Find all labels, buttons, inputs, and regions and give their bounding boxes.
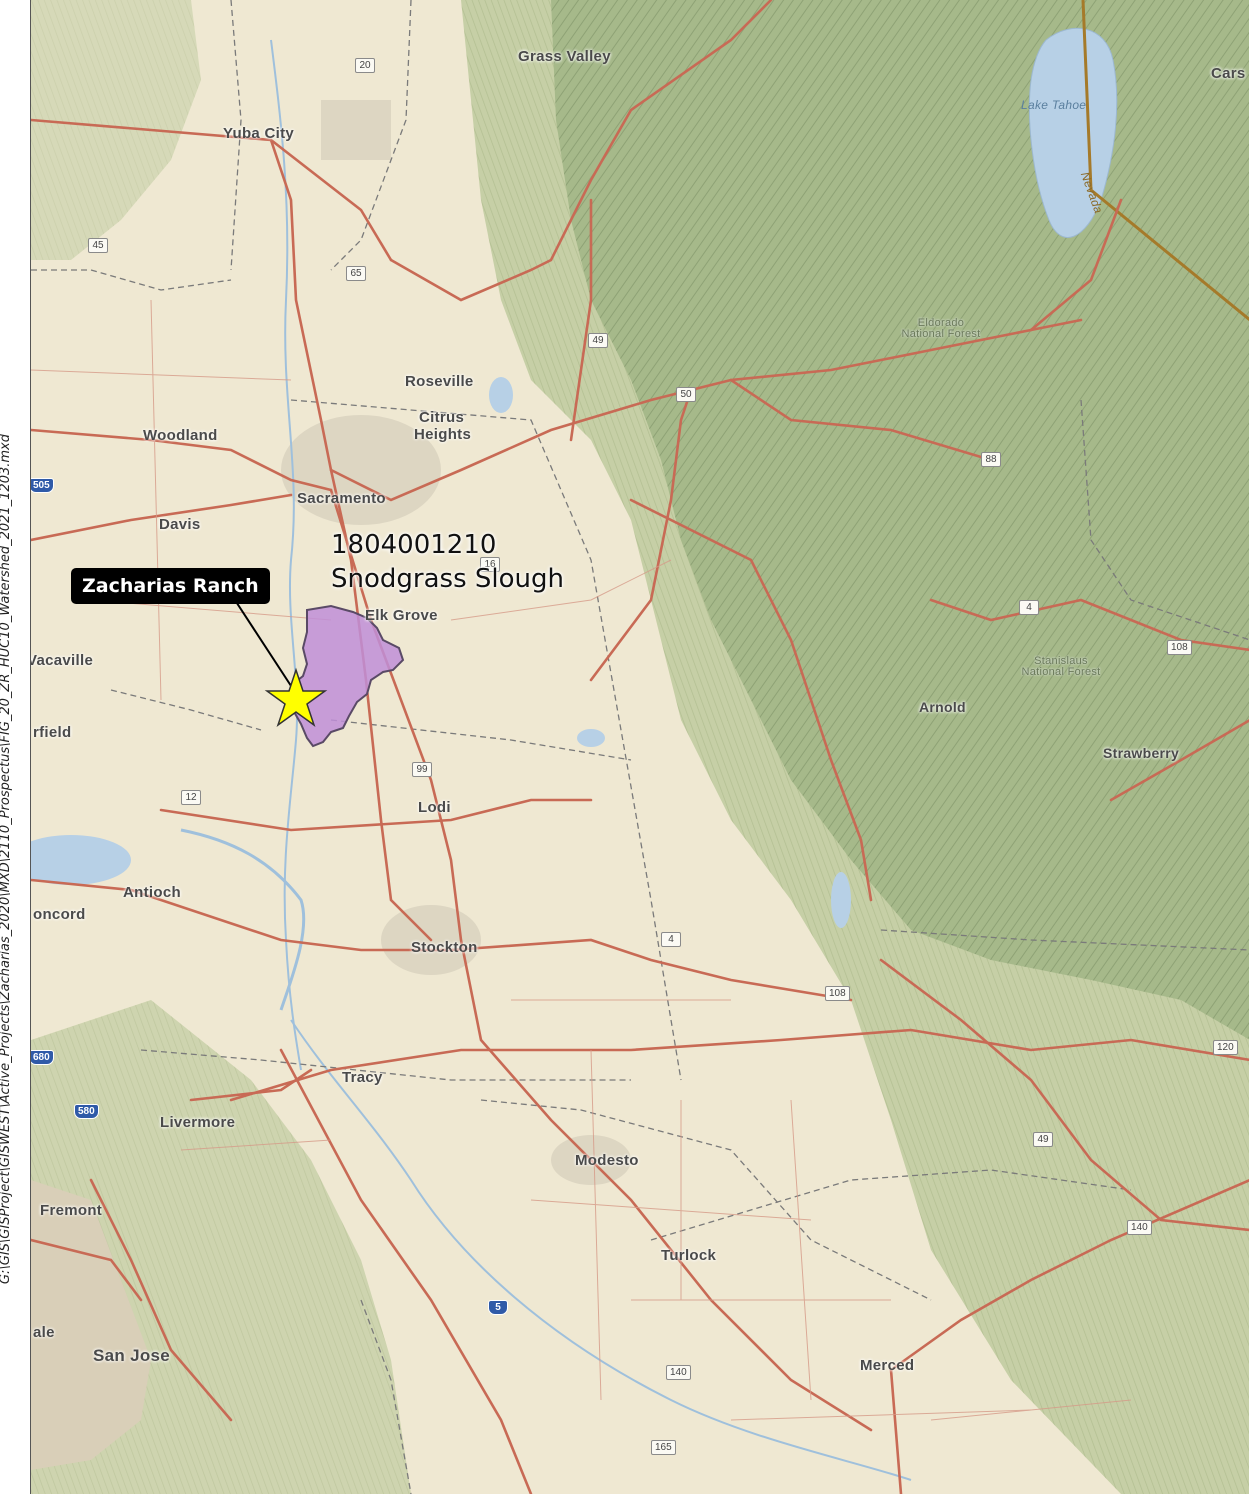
- label-elk-grove: Elk Grove: [365, 607, 438, 624]
- sacramento-urban: [281, 415, 441, 525]
- label-antioch: Antioch: [123, 884, 181, 901]
- hwy-shield-140-east: 140: [1127, 1220, 1152, 1235]
- label-strawberry: Strawberry: [1103, 745, 1180, 761]
- label-san-jose: San Jose: [93, 1346, 171, 1365]
- watershed-name: Snodgrass Slough: [331, 564, 564, 594]
- label-arnold: Arnold: [919, 699, 966, 715]
- hwy-shield-i5: 5: [488, 1300, 508, 1315]
- camanche-lake: [577, 729, 605, 747]
- hwy-shield-108: 108: [825, 986, 850, 1001]
- label-sacramento: Sacramento: [297, 490, 386, 507]
- state-line: [1081, 0, 1249, 322]
- label-carson: Cars: [1211, 65, 1246, 82]
- label-stanislaus-forest: Stanislaus National Forest: [1021, 655, 1101, 678]
- hwy-shield-65: 65: [346, 266, 366, 281]
- hwy-shield-45: 45: [88, 238, 108, 253]
- hwy-shield-88: 88: [981, 452, 1001, 467]
- file-path-text: G:\GIS\GISProject\GISWEST\Active_Project…: [0, 434, 13, 1285]
- callout-leader: [230, 593, 296, 693]
- hwy-shield-i680: 680: [31, 1050, 54, 1065]
- hwy-shield-4: 4: [661, 932, 681, 947]
- hwy-shield-120: 120: [1213, 1040, 1238, 1055]
- county-lines: [31, 0, 1249, 1494]
- hwy-shield-50: 50: [676, 387, 696, 402]
- coast-range-north: [31, 0, 201, 260]
- sierra-mountains: [551, 0, 1249, 1040]
- bay-urban: [31, 1180, 151, 1470]
- label-modesto: Modesto: [575, 1152, 639, 1169]
- label-woodland: Woodland: [143, 427, 218, 444]
- label-eldorado-forest: Eldorado National Forest: [901, 317, 981, 340]
- hwy-shield-i505: 505: [31, 478, 54, 493]
- basemap: [31, 0, 1249, 1494]
- hwy-shield-i580: 580: [74, 1104, 99, 1119]
- hwy-shield-140: 140: [666, 1365, 691, 1380]
- hwy-shield-165: 165: [651, 1440, 676, 1455]
- lake-tahoe: [1028, 27, 1118, 238]
- hwy-shield-16: 16: [480, 557, 500, 572]
- label-citrus-heights-2: Heights: [414, 426, 472, 443]
- watershed-label: 1804001210 Snodgrass Slough: [331, 528, 564, 596]
- hwy-shield-49-south: 49: [1033, 1132, 1053, 1147]
- label-vacaville: Vacaville: [30, 652, 94, 669]
- new-melones: [831, 872, 851, 928]
- label-fairfield: rfield: [33, 724, 72, 741]
- map-frame[interactable]: Grass Valley Yuba City Roseville Citrus …: [30, 0, 1249, 1494]
- label-lodi: Lodi: [418, 799, 451, 816]
- label-grass-valley: Grass Valley: [518, 48, 611, 65]
- label-roseville: Roseville: [405, 373, 474, 390]
- minor-roads: [31, 299, 1132, 1421]
- delta-water: [180, 828, 306, 1011]
- label-concord: oncord: [33, 906, 86, 923]
- label-lake-tahoe: Lake Tahoe: [1021, 98, 1087, 112]
- label-livermore: Livermore: [160, 1114, 236, 1131]
- star-icon: [264, 667, 328, 727]
- label-stockton: Stockton: [411, 939, 478, 956]
- hwy-shield-20: 20: [355, 58, 375, 73]
- hwy-shield-99: 99: [412, 762, 432, 777]
- label-yuba-city: Yuba City: [223, 125, 295, 142]
- label-sunnyvale: ale: [33, 1324, 55, 1341]
- label-davis: Davis: [159, 516, 201, 533]
- hwy-shield-12: 12: [181, 790, 201, 805]
- label-fremont: Fremont: [40, 1202, 103, 1219]
- road-network: [31, 0, 1249, 1494]
- label-turlock: Turlock: [661, 1247, 717, 1264]
- hwy-shield-4-east: 4: [1019, 600, 1039, 615]
- watershed-huc-code: 1804001210: [331, 530, 497, 560]
- yuba-urban: [321, 100, 391, 160]
- label-merced: Merced: [860, 1357, 915, 1374]
- bay-water: [31, 835, 131, 885]
- site-callout: Zacharias Ranch: [71, 568, 270, 604]
- hwy-shield-108-east: 108: [1167, 640, 1192, 655]
- folsom-lake: [489, 377, 513, 413]
- label-tracy: Tracy: [342, 1069, 383, 1086]
- label-citrus-heights-1: Citrus: [419, 409, 465, 426]
- river-sanjoaquin: [290, 1019, 912, 1481]
- hwy-shield-49: 49: [588, 333, 608, 348]
